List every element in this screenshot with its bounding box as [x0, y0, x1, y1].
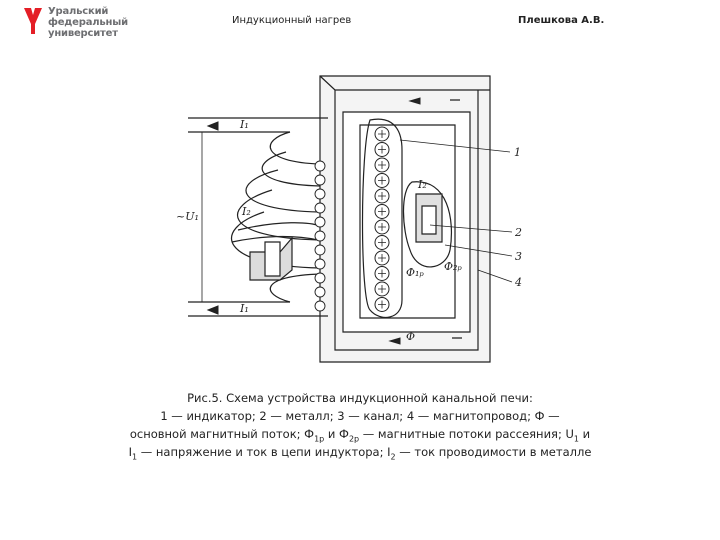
label-phi1p: Φ₁ₚ: [406, 266, 424, 279]
flux-arrows: [206, 97, 421, 345]
winding-conductor-mark: [378, 130, 386, 138]
caption-subscript: 2: [390, 452, 396, 462]
logo-line: Уральский: [48, 6, 109, 17]
logo-mark-icon: [24, 8, 42, 34]
logo-text: Уральский федеральный университет: [48, 6, 128, 39]
label-i1-bottom: I₁: [239, 302, 249, 315]
caption-line-2: 1 — индикатор; 2 — металл; 3 — канал; 4 …: [160, 409, 560, 423]
caption-line-4: I1 — напряжение и ток в цепи индуктора; …: [100, 443, 620, 461]
caption-text: — напряжение и ток в цепи индуктора; I: [137, 445, 391, 459]
winding-conductor-mark: [378, 207, 386, 216]
inductor-coil: [188, 117, 328, 317]
winding-conductor-mark: [378, 285, 386, 293]
caption-subscript: 2р: [348, 434, 360, 444]
channel: [402, 181, 453, 268]
winding-conductor-mark: [378, 223, 386, 231]
caption-subscript: 1р: [314, 434, 325, 444]
label-1: 1: [514, 146, 521, 159]
winding-circles: [314, 126, 390, 312]
label-phi: Φ: [406, 330, 415, 343]
label-i2-coil: I₂: [241, 205, 251, 218]
label-u1: ~U₁: [176, 210, 199, 223]
winding-column: [361, 118, 403, 318]
caption-line-3: основной магнитный поток; Ф1р и Ф2р — ма…: [100, 425, 620, 443]
coil-turn-end: [314, 272, 326, 284]
winding-conductor-mark: [378, 192, 386, 200]
winding-conductor-mark: [378, 176, 386, 185]
coil-turn-end: [314, 174, 326, 186]
caption-subscript: 1: [131, 452, 138, 462]
coil-turn-end: [314, 230, 326, 242]
label-2: 2: [514, 226, 522, 239]
caption-text: — ток проводимости в металле: [395, 445, 592, 459]
coil-turn-end: [314, 286, 326, 298]
coil-turn-end: [314, 216, 326, 228]
coil-turn-end: [314, 188, 326, 200]
author-name: Плешкова А.В.: [518, 15, 605, 26]
caption-text: — магнитные потоки рассеяния; U: [359, 427, 574, 441]
furnace-diagram: 1 2 3 4 I₁ I₁ I₂ I₂ ~U₁ Φ Φ₁ₚ Φ₂ₚ: [176, 75, 522, 363]
winding-conductor-mark: [378, 269, 386, 278]
course-title: Индукционный нагрев: [232, 15, 352, 26]
coil-turn-end: [314, 244, 326, 256]
caption-line-1: Рис.5. Схема устройства индукционной кан…: [187, 391, 533, 405]
coil-turn-end: [314, 300, 326, 312]
winding-conductor-mark: [378, 254, 386, 262]
winding-conductor-mark: [378, 145, 386, 154]
magnetic-core: [319, 75, 491, 363]
coil-turn-end: [314, 258, 326, 270]
logo-line: университет: [48, 28, 118, 39]
winding-conductor-mark: [378, 300, 386, 309]
logo-line: федеральный: [48, 17, 128, 28]
caption-text: основной магнитный поток; Ф: [129, 427, 315, 441]
label-i2-channel: I₂: [417, 178, 427, 191]
label-3: 3: [515, 250, 522, 263]
university-logo: Уральский федеральный университет: [22, 4, 132, 40]
caption-text: I: [128, 445, 132, 459]
winding-conductor-mark: [378, 161, 386, 169]
caption-text: и Ф: [324, 427, 349, 441]
winding-conductor-mark: [378, 238, 386, 247]
leader-lines: [201, 132, 513, 302]
label-i1-top: I₁: [239, 118, 249, 131]
coil-turn-end: [314, 160, 326, 172]
coil-turn-end: [314, 202, 326, 214]
figure-caption: Рис.5. Схема устройства индукционной кан…: [100, 389, 620, 461]
label-phi2p: Φ₂ₚ: [444, 260, 462, 273]
label-4: 4: [514, 276, 522, 289]
caption-text: и: [579, 427, 591, 441]
caption-subscript: 1: [573, 434, 580, 444]
